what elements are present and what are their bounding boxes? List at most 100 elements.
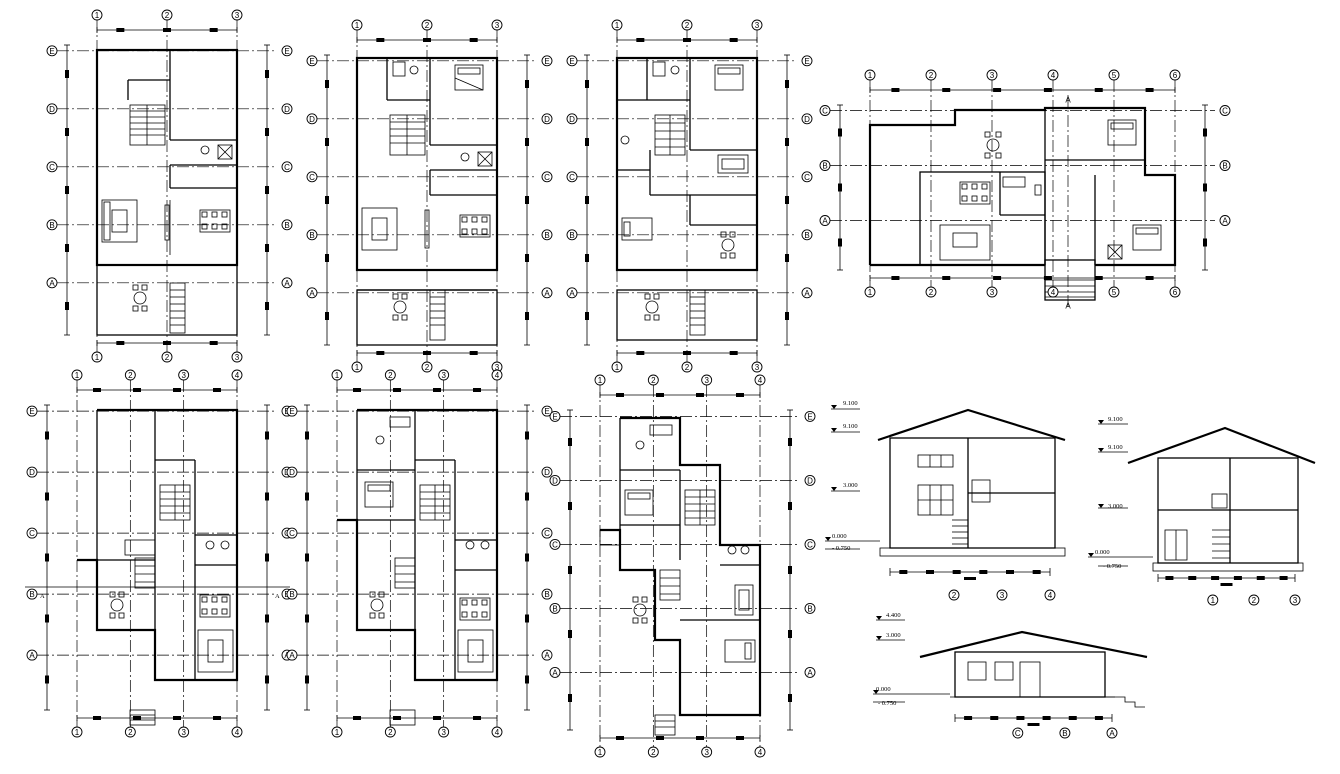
axis-bubble-2: 2 [681,19,693,31]
bed-icon [621,217,653,241]
axis-bubble-3: 3 [1289,594,1301,606]
section-cut-mark: A [275,593,280,600]
axis-bubble-4: 4 [1044,589,1056,601]
axis-bubble-3: 3 [701,746,713,758]
floor-plan-7 [599,416,762,736]
svg-text:E: E [552,412,557,421]
axis-bubble-2: 2 [948,589,960,601]
axis-bubble-B: B [26,588,38,600]
axis-bubble-3: 3 [231,351,243,363]
svg-text:C: C [807,540,813,549]
floor-plan-5: A A [25,408,290,726]
axis-bubble-C: C [281,161,293,173]
axis-bubble-6: 6 [1169,69,1181,81]
svg-text:C: C [544,173,550,182]
entry-stair-icon [429,289,446,341]
svg-text:1: 1 [95,353,100,362]
axis-bubble-B: B [281,219,293,231]
axis-bubble-3: 3 [751,19,763,31]
dimension-line [356,350,498,356]
svg-text:E: E [284,47,289,56]
side-elevation: 4.400 3.000 0.000 - 0.750 [873,612,1148,708]
dining-table-icon [459,597,491,621]
svg-text:2: 2 [651,376,656,385]
svg-text:4: 4 [495,728,500,737]
axis-bubble-A: A [286,649,298,661]
dimension-line [616,350,758,356]
svg-text:3: 3 [181,728,186,737]
axis-bubble-1: 1 [331,726,343,738]
svg-text:3: 3 [990,288,995,297]
sofa-icon [734,584,754,616]
svg-text:C: C [49,163,55,172]
svg-text:4: 4 [1048,591,1053,600]
svg-text:A: A [544,651,550,660]
axis-bubble-3: 3 [438,369,450,381]
level-mark: 3.000 [876,632,905,641]
axis-bubble-2: 2 [681,361,693,373]
axis-bubble-B: B [541,229,553,241]
axis-bubble-2: 2 [647,746,659,758]
level-mark: - 0.750 [873,700,905,707]
sofa-set-icon [197,629,234,673]
dimension-line [784,54,790,346]
axis-bubble-E: E [541,55,553,67]
axis-bubble-3: 3 [996,589,1008,601]
axis-bubble-E: E [281,45,293,57]
svg-text:5: 5 [1112,71,1117,80]
svg-text:C: C [1015,729,1021,738]
axis-bubble-1: 1 [611,19,623,31]
svg-text:3: 3 [704,748,709,757]
svg-text:3: 3 [1293,596,1298,605]
dining-table-icon [199,594,231,618]
dimension-line [76,387,238,393]
svg-text:3.000: 3.000 [886,632,901,639]
svg-text:D: D [569,115,575,124]
svg-text:D: D [544,115,550,124]
axis-bubble-D: D [566,113,578,125]
axis-bubble-2: 2 [384,726,396,738]
axis-bubble-4: 4 [491,726,503,738]
svg-text:A: A [807,668,813,677]
dimension-line [599,392,761,398]
svg-text:2: 2 [651,748,656,757]
dimension-line [76,715,238,721]
axis-bubble-2: 2 [124,369,136,381]
svg-text:- 0.750: - 0.750 [878,700,896,707]
stair-icon [129,104,166,146]
level-mark: 3.000 [1098,503,1128,510]
svg-text:1: 1 [868,288,873,297]
svg-text:3: 3 [235,353,240,362]
axis-bubble-C: C [819,105,831,116]
sofa-icon [717,154,749,174]
svg-text:B: B [49,221,54,230]
bed-icon [1107,119,1162,251]
stair-icon [952,519,968,545]
axis-bubble-2: 2 [384,369,396,381]
dimension-line [336,387,498,393]
bathtub-icon [1002,176,1123,260]
axis-bubble-A: A [1106,727,1118,739]
axis-bubble-3: 3 [751,361,763,373]
svg-text:3: 3 [990,71,995,80]
axis-bubble-A: A [46,277,58,289]
svg-text:3: 3 [441,371,446,380]
svg-text:B: B [804,231,809,240]
dining-table-icon [459,214,491,238]
svg-text:D: D [49,105,55,114]
svg-text:C: C [29,529,35,538]
axis-bubble-A: A [281,277,293,289]
axis-bubble-D: D [286,466,298,478]
axis-bubble-1: 1 [611,361,623,373]
svg-text:A: A [822,217,828,226]
svg-text:D: D [552,476,558,485]
svg-text:D: D [544,468,550,477]
svg-text:C: C [544,529,550,538]
axis-bubble-D: D [541,466,553,478]
svg-text:E: E [544,407,549,416]
bathroom-fixture-icon [620,61,680,145]
svg-text:1: 1 [1211,596,1216,605]
svg-text:D: D [309,115,315,124]
axis-bubble-C: C [1012,727,1024,739]
axis-bubble-A: A [804,666,816,678]
